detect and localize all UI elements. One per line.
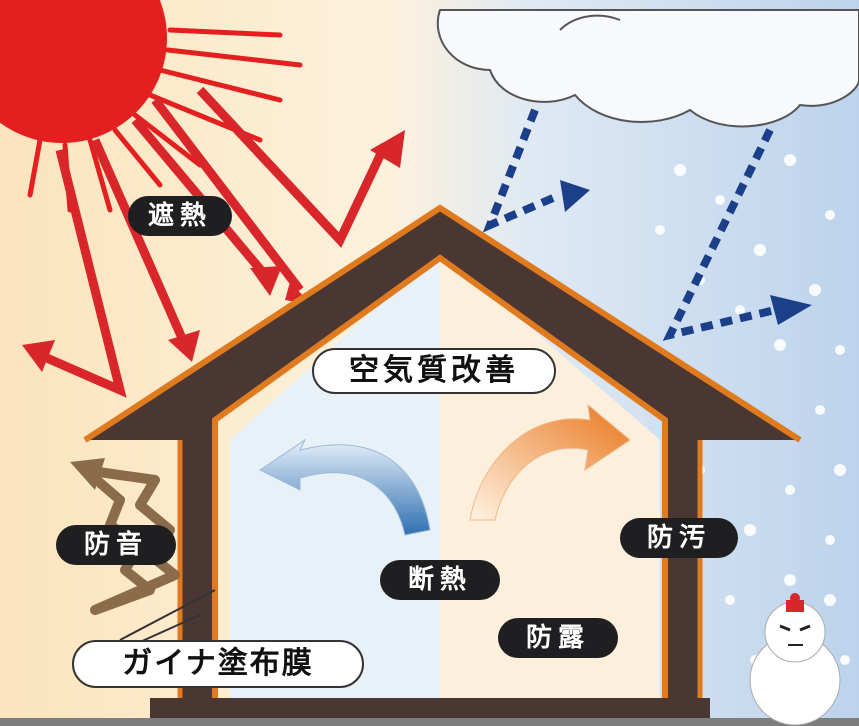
anti-condensation-label: 防露 — [498, 618, 618, 658]
coating-film-label: ガイナ塗布膜 — [72, 640, 364, 688]
cloud-icon — [436, 9, 859, 128]
noise-arrowhead — [70, 458, 105, 490]
heat-shield-label: 遮熱 — [128, 196, 232, 236]
soundproof-label: 防音 — [56, 525, 176, 565]
air-quality-label: 空気質改善 — [312, 348, 556, 394]
rain-arrowheads — [560, 180, 812, 325]
insulation-label: 断熱 — [380, 560, 500, 600]
coating-leader-lines — [119, 589, 216, 643]
antifouling-label: 防汚 — [620, 518, 738, 558]
warm-air-arrow — [469, 403, 631, 521]
cool-air-arrow — [259, 438, 431, 536]
rain-arrows — [482, 108, 776, 341]
snowman-icon — [749, 593, 841, 726]
